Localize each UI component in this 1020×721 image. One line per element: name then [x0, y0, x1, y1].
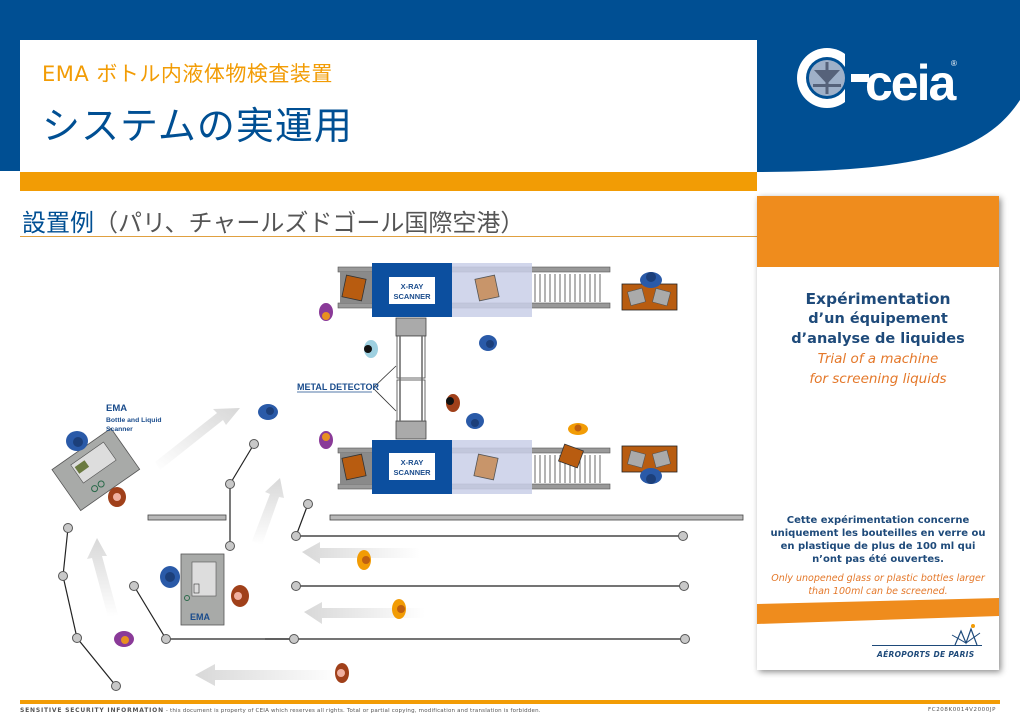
person-icon [258, 404, 278, 420]
footer-notice: SENSITIVE SECURITY INFORMATION - this do… [20, 707, 541, 714]
person-icon [466, 413, 484, 429]
queue-post [291, 531, 301, 541]
flow-arrow [155, 408, 240, 470]
metal-detector [395, 317, 427, 440]
person-icon [357, 550, 371, 570]
poster-orange-header [757, 196, 999, 267]
ema-unit-label: EMA [190, 612, 211, 622]
poster-title-en-line: Trial of a machine [817, 351, 939, 367]
queue-post [129, 581, 139, 591]
queue-post [291, 581, 301, 591]
xray-label-line2: SCANNER [393, 468, 431, 477]
queue-post [303, 499, 313, 509]
queue-post [225, 541, 235, 551]
section-heading: 設置例（パリ、チャールズドゴール国際空港） [22, 203, 524, 238]
ceia-wordmark: ceia [865, 55, 958, 111]
registered-mark: ® [951, 59, 957, 68]
queue-post [63, 523, 73, 533]
person-icon [479, 335, 497, 351]
suitcase [341, 453, 367, 481]
person-icon [319, 303, 333, 321]
queue-posts [58, 439, 690, 691]
xray-lane-top: X-RAY SCANNER [337, 263, 678, 317]
queue-ropes [62, 443, 685, 687]
header-title-panel [20, 40, 757, 172]
queue-post [225, 479, 235, 489]
queue-post [72, 633, 82, 643]
section-heading-main: 設置例 [22, 209, 94, 237]
xray-label-line2: SCANNER [393, 292, 431, 301]
queue-post [680, 634, 690, 644]
barrier [329, 514, 744, 521]
aeroports-de-paris-logo-icon [951, 624, 981, 646]
header-accent-bar [20, 172, 757, 191]
poster-body-en: Only unopened glass or plastic bottles l… [771, 573, 985, 597]
suitcase [558, 443, 584, 469]
poster-title-fr: Expérimentation d’un équipement d’analys… [757, 289, 999, 349]
poster-title-line: d’un équipement [808, 311, 948, 327]
flow-arrow [304, 602, 425, 624]
queue-post [679, 581, 689, 591]
person-icon [319, 431, 333, 449]
xray-lane-bottom: X-RAY SCANNER [337, 440, 678, 494]
poster-org-rule [872, 645, 982, 646]
ceia-logo-icon [797, 48, 869, 108]
airport-notice-poster: Expérimentation d’un équipement d’analys… [757, 196, 999, 670]
section-heading-detail: （パリ、チャールズドゴール国際空港） [94, 209, 525, 237]
person-icon [114, 631, 134, 647]
queue-post [289, 634, 299, 644]
checkpoint-layout-diagram: X-RAY SCANNER X-RAY SCANNER [51, 263, 744, 691]
queue-post [249, 439, 259, 449]
queue-post [161, 634, 171, 644]
poster-title-line: Expérimentation [805, 290, 951, 308]
footer-doc-code: FC208K0014V2000JP [928, 707, 997, 713]
person-icon [231, 585, 249, 607]
poster-title-line: d’analyse de liquides [791, 331, 965, 347]
person-icon [108, 487, 126, 507]
person-icon [392, 599, 406, 619]
person-icon [66, 431, 88, 451]
suitcase [473, 453, 499, 481]
footer-notice-text: - this document is property of CEIA whic… [163, 708, 541, 714]
poster-orange-band [757, 598, 999, 624]
suitcase [474, 274, 500, 302]
person-icon [568, 423, 588, 435]
section-divider [20, 236, 757, 237]
metal-detector-label: METAL DETECTOR [297, 382, 380, 392]
footer-notice-bold: SENSITIVE SECURITY INFORMATION [20, 707, 164, 714]
ema-desc-line1: Bottle and Liquid [106, 417, 162, 424]
poster-title-en: Trial of a machine for screening liquids [757, 349, 999, 389]
flow-arrow [87, 538, 118, 617]
person-icon [446, 394, 460, 412]
ema-unit-upright: EMA [180, 553, 225, 626]
ceia-logo-area: ceia ® [757, 0, 1020, 172]
ema-desc-line2: Scanner [106, 426, 133, 433]
poster-title-en-line: for screening liquids [809, 371, 947, 387]
barrier [147, 514, 227, 521]
queue-post [678, 531, 688, 541]
poster-org-name: AÉROPORTS DE PARIS [877, 650, 975, 659]
flow-arrow [195, 664, 340, 686]
person-icon [335, 663, 349, 683]
queue-post [111, 681, 121, 691]
person-icon [160, 566, 180, 588]
xray-label-line1: X-RAY [401, 282, 424, 291]
people [66, 272, 662, 683]
person-icon [364, 340, 378, 358]
poster-body-fr: Cette expérimentation concerne uniquemen… [770, 515, 986, 565]
person-icon [640, 468, 662, 484]
flow-arrow [252, 478, 284, 545]
ema-unit-angled [51, 427, 141, 512]
queue-post [58, 571, 68, 581]
person-icon [640, 272, 662, 288]
slide-subtitle: EMA ボトル内液体物検査装置 [42, 62, 333, 86]
slide-title: システムの実運用 [42, 104, 353, 148]
footer-accent-bar [20, 700, 1000, 704]
suitcase [341, 274, 367, 302]
xray-label-line1: X-RAY [401, 458, 424, 467]
ema-title-label: EMA [106, 403, 127, 414]
